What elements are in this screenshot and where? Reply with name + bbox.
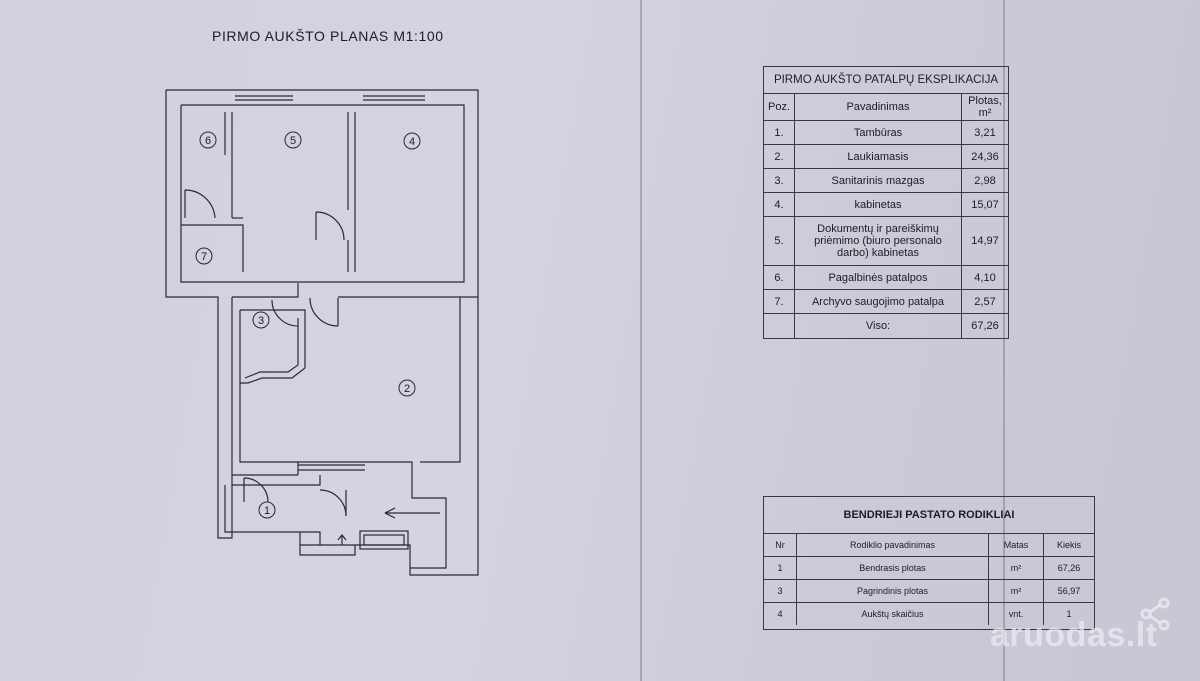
cell-area: 3,21 [961,120,1009,145]
table-row: 4. kabinetas 15,07 [763,192,1009,217]
cell-name: Laukiamasis [794,144,962,169]
table-row: 3 Pagrindinis plotas m² 56,97 [764,579,1094,603]
header-area: Plotas, m² [961,93,1009,121]
total-row: Viso: 67,26 [763,313,1009,339]
cell-area: 15,07 [961,192,1009,217]
cell-indicator-name: Aukštų skaičius [796,602,989,625]
cell-name: kabinetas [794,192,962,217]
room-number-5: 5 [290,135,296,147]
room-number-2: 2 [404,383,410,395]
cell-indicator-name: Pagrindinis plotas [796,579,989,603]
plan-title: PIRMO AUKŠTO PLANAS M1:100 [212,28,444,44]
table-row: 3. Sanitarinis mazgas 2,98 [763,168,1009,193]
paper-fold-line [640,0,642,681]
cell-pos: 3. [763,168,795,193]
table-row: 1 Bendrasis plotas m² 67,26 [764,556,1094,580]
room-explication-table: PIRMO AUKŠTO PATALPŲ EKSPLIKACIJA Poz. P… [763,66,1009,339]
total-value: 67,26 [961,313,1009,339]
building-indicators-table: BENDRIEJI PASTATO RODIKLIAI Nr Rodiklio … [763,496,1095,630]
room-number-1: 1 [264,505,270,517]
header-indicator-name: Rodiklio pavadinimas [796,534,989,557]
cell-unit: m² [988,579,1044,603]
indicators-title: BENDRIEJI PASTATO RODIKLIAI [764,497,1094,534]
table-row: 7. Archyvo saugojimo patalpa 2,57 [763,289,1009,314]
watermark-logo: aruodas.lt [990,616,1158,654]
cell-area: 14,97 [961,216,1009,266]
cell-pos: 6. [763,265,795,290]
header-pos: Poz. [763,93,795,121]
header-name: Pavadinimas [794,93,962,121]
paper-fold-line [1003,0,1005,681]
share-icon [1140,597,1170,631]
cell-name: Archyvo saugojimo patalpa [794,289,962,314]
cell-name: Pagalbinės patalpos [794,265,962,290]
table-row: 1. Tambūras 3,21 [763,120,1009,145]
cell-area: 2,57 [961,289,1009,314]
indicators-header-row: Nr Rodiklio pavadinimas Matas Kiekis [764,534,1094,557]
header-unit: Matas [988,534,1044,557]
cell-unit: m² [988,556,1044,580]
explication-title: PIRMO AUKŠTO PATALPŲ EKSPLIKACIJA [763,66,1009,94]
cell-qty: 67,26 [1043,556,1094,580]
cell-qty: 1 [1043,602,1094,625]
cell-pos: 2. [763,144,795,169]
cell-area: 2,98 [961,168,1009,193]
cell-name: Tambūras [794,120,962,145]
cell-unit: vnt. [988,602,1044,625]
table-row: 2. Laukiamasis 24,36 [763,144,1009,169]
cell-qty: 56,97 [1043,579,1094,603]
header-nr: Nr [764,534,797,557]
room-number-4: 4 [409,136,415,148]
table-row: 6. Pagalbinės patalpos 4,10 [763,265,1009,290]
cell-pos: 1. [763,120,795,145]
cell-pos: 7. [763,289,795,314]
table-row: 5. Dokumentų ir pareiškimų priėmimo (biu… [763,216,1009,266]
total-label: Viso: [794,313,962,339]
table-row: 4 Aukštų skaičius vnt. 1 [764,602,1094,625]
floor-plan: 6 5 4 7 3 2 1 [165,89,479,576]
cell-area: 4,10 [961,265,1009,290]
cell-nr: 3 [764,579,797,603]
cell-nr: 4 [764,602,797,625]
cell-pos: 5. [763,216,795,266]
room-number-7: 7 [201,251,207,263]
cell-name: Dokumentų ir pareiškimų priėmimo (biuro … [794,216,962,266]
room-number-3: 3 [258,315,264,327]
cell-name: Sanitarinis mazgas [794,168,962,193]
cell-pos: 4. [763,192,795,217]
cell-indicator-name: Bendrasis plotas [796,556,989,580]
room-number-6: 6 [205,135,211,147]
header-qty: Kiekis [1043,534,1094,557]
cell-area: 24,36 [961,144,1009,169]
cell-empty [763,313,795,339]
cell-nr: 1 [764,556,797,580]
